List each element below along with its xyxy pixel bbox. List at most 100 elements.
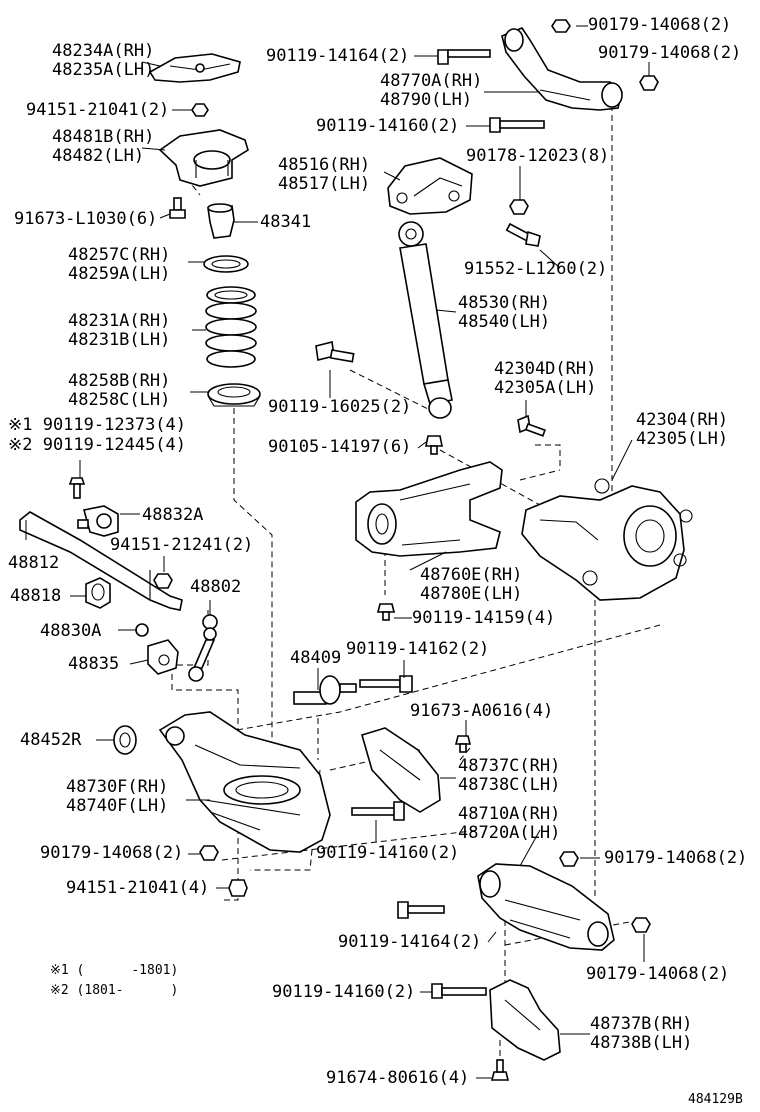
spring-upper-support bbox=[158, 129, 249, 187]
nut-icon-2 bbox=[153, 573, 173, 589]
arm-48760E bbox=[355, 461, 503, 557]
spring-lower-insulator bbox=[207, 383, 261, 407]
label-90119-14160-b: 90119-14160(2) bbox=[272, 982, 416, 1002]
label-90178-12023: 90178-12023(8) bbox=[466, 146, 610, 166]
label-90119-14160-a: 90119-14160(2) bbox=[316, 843, 460, 863]
stabilizer-bushing bbox=[85, 577, 111, 609]
label-48738B: 48738B(LH) bbox=[590, 1033, 693, 1053]
label-91673-A0616: 91673-A0616(4) bbox=[410, 701, 554, 721]
coil-spring bbox=[205, 286, 257, 368]
label-90179-14068-d: 90179-14068(2) bbox=[588, 15, 732, 35]
label-94151-21041-b: 94151-21041(4) bbox=[66, 878, 210, 898]
label-90179-14068-a: 90179-14068(2) bbox=[40, 843, 184, 863]
label-48257C: 48257C(RH) bbox=[68, 245, 171, 265]
label-48258C: 48258C(LH) bbox=[68, 390, 171, 410]
label-42304: 42304(RH) bbox=[636, 410, 729, 430]
footnote-1: ※1 ( -1801) bbox=[50, 963, 179, 978]
bolt-91674-80616 bbox=[490, 1059, 510, 1081]
stabilizer-link-bracket bbox=[147, 639, 179, 675]
label-90105-14197: 90105-14197(6) bbox=[268, 437, 412, 457]
diagram-code: 484129B bbox=[688, 1092, 743, 1107]
label-48730F: 48730F(RH) bbox=[66, 777, 169, 797]
label-48835: 48835 bbox=[68, 654, 120, 674]
label-48234A: 48234A(RH) bbox=[52, 41, 155, 61]
label-48738C: 48738C(LH) bbox=[458, 775, 561, 795]
label-48409: 48409 bbox=[290, 648, 342, 668]
bushing-48452R bbox=[113, 725, 137, 755]
label-91673-L1030: 91673-L1030(6) bbox=[14, 209, 158, 229]
stabilizer-bracket bbox=[77, 505, 119, 537]
label-91552-L1260: 91552-L1260(2) bbox=[464, 259, 608, 279]
bump-stopper bbox=[207, 203, 235, 239]
label-90119-16025: 90119-16025(2) bbox=[268, 397, 412, 417]
cover-48737C bbox=[361, 727, 441, 813]
label-48540: 48540(LH) bbox=[458, 312, 551, 332]
leader-lines bbox=[25, 25, 650, 1079]
bolt-90119-14162 bbox=[359, 675, 413, 693]
label-90179-14068-e: 90179-14068(2) bbox=[598, 43, 742, 63]
nut-90178-12023 bbox=[509, 199, 529, 215]
label-48482: 48482(LH) bbox=[52, 146, 145, 166]
nut-94151-21041 bbox=[228, 879, 248, 897]
label-48259A: 48259A(LH) bbox=[68, 264, 171, 284]
bolt-91673-A0616 bbox=[454, 735, 472, 753]
nut-icon-3 bbox=[135, 623, 149, 637]
label-90119-14160-c: 90119-14160(2) bbox=[316, 116, 460, 136]
bolt-90105-14197 bbox=[425, 435, 443, 455]
footnote-2: ※2 (1801- ) bbox=[50, 983, 179, 998]
label-48737C: 48737C(RH) bbox=[458, 756, 561, 776]
lower-arm-48710A bbox=[477, 863, 615, 951]
label-90119-12445: ※2 90119-12445(4) bbox=[8, 435, 187, 455]
stabilizer-link bbox=[188, 614, 218, 682]
label-42305: 42305(LH) bbox=[636, 429, 729, 449]
label-48235A: 48235A(LH) bbox=[52, 60, 155, 80]
cam-bolt-48409 bbox=[293, 675, 357, 705]
label-48740F: 48740F(LH) bbox=[66, 796, 169, 816]
upper-arm-48770A bbox=[501, 27, 623, 111]
bolt-90119-14164-a bbox=[397, 901, 445, 919]
nut-90179-14068-a bbox=[199, 845, 219, 861]
label-48760E: 48760E(RH) bbox=[420, 565, 523, 585]
lower-arm-48730F bbox=[158, 711, 331, 853]
label-90119-14159: 90119-14159(4) bbox=[412, 608, 556, 628]
nut-90179-14068-e bbox=[639, 75, 659, 91]
label-48770A: 48770A(RH) bbox=[380, 71, 483, 91]
label-48530: 48530(RH) bbox=[458, 293, 551, 313]
label-90119-14164-a: 90119-14164(2) bbox=[338, 932, 482, 952]
stabilizer-bolt-icon bbox=[68, 477, 86, 499]
label-48231B: 48231B(LH) bbox=[68, 330, 171, 350]
label-48710A: 48710A(RH) bbox=[458, 804, 561, 824]
label-91674-80616: 91674-80616(4) bbox=[326, 1068, 470, 1088]
bolt-42304D bbox=[517, 414, 546, 437]
bolt-90119-14160-c bbox=[489, 117, 545, 133]
label-48517: 48517(LH) bbox=[278, 174, 371, 194]
rear-axle-carrier-42304 bbox=[521, 478, 693, 601]
label-94151-21041-a: 94151-21041(2) bbox=[26, 100, 170, 120]
nut-icon bbox=[191, 103, 209, 117]
label-48780E: 48780E(LH) bbox=[420, 584, 523, 604]
label-48481B: 48481B(RH) bbox=[52, 127, 155, 147]
dashed-assembly-lines bbox=[167, 105, 661, 1065]
bolt-90119-14160-b bbox=[431, 983, 487, 999]
shock-absorber-48530 bbox=[398, 221, 453, 419]
label-48516: 48516(RH) bbox=[278, 155, 371, 175]
label-48258B: 48258B(RH) bbox=[68, 371, 171, 391]
spring-upper-insulator bbox=[203, 255, 249, 273]
bolt-90119-14164-b bbox=[437, 49, 491, 65]
bolt-90119-16025 bbox=[315, 341, 355, 363]
label-48790: 48790(LH) bbox=[380, 90, 473, 110]
bolt-90119-14160-a bbox=[351, 801, 405, 821]
shock-mount-bracket-48516 bbox=[387, 157, 473, 215]
bolt-91552-L1260 bbox=[505, 222, 541, 247]
bolt-icon bbox=[169, 197, 186, 219]
label-90119-14164-b: 90119-14164(2) bbox=[266, 46, 410, 66]
nut-90179-14068-c bbox=[559, 851, 579, 867]
label-90119-12373: ※1 90119-12373(4) bbox=[8, 415, 187, 435]
upper-support-plate bbox=[148, 53, 241, 83]
cover-48737B bbox=[489, 979, 561, 1061]
label-48737B: 48737B(RH) bbox=[590, 1014, 693, 1034]
label-48341: 48341 bbox=[260, 212, 312, 232]
label-48832A: 48832A bbox=[142, 505, 204, 525]
label-48231A: 48231A(RH) bbox=[68, 311, 171, 331]
